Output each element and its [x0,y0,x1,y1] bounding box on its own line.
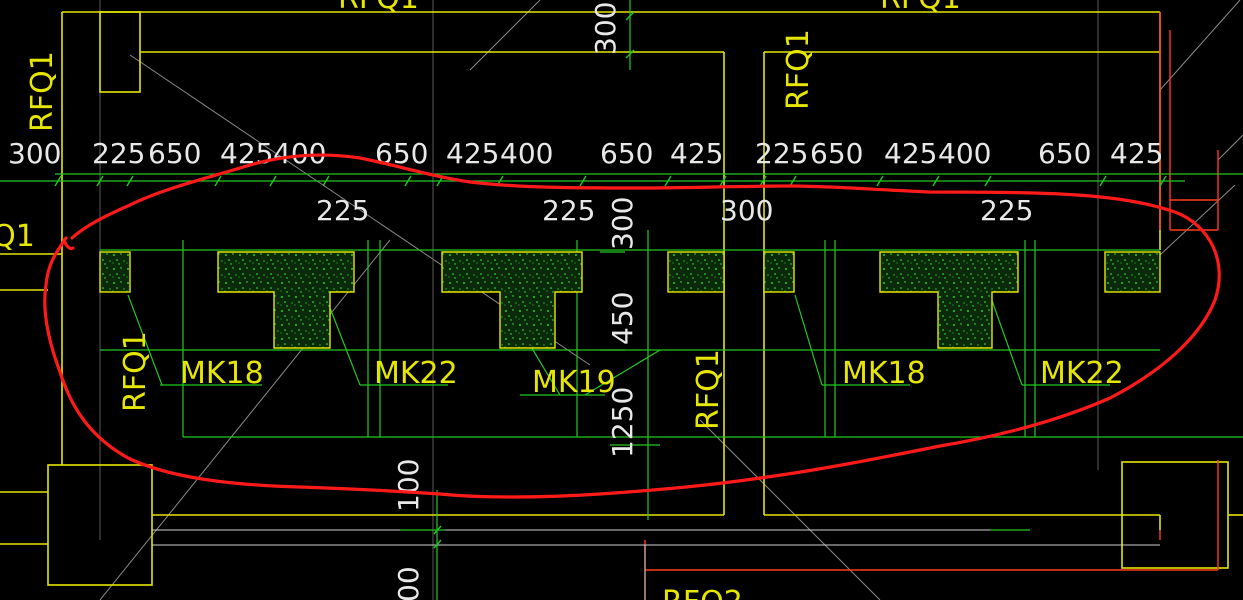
dim-mid-2: 300 [720,194,773,227]
dim-top-1: 225 [92,137,145,170]
wall-labels: RFQ1 RFQ1 RFQ1 RFQ1 RFQ1 RFQ1 RFQ1 RFQ2 [0,0,961,600]
dim-top-15: 425 [1110,137,1163,170]
wall-label-1: RFQ1 [781,29,816,110]
beam-section-mid [667,251,725,293]
beam-label-1: MK22 [374,356,458,391]
dim-vert-2: 450 [606,292,639,345]
wall-label-5: RFQ1 [338,0,419,16]
dim-vert-5: 00 [392,566,425,600]
bottom-wall-label: RFQ2 [662,585,743,600]
wall-label-6: RFQ1 [880,0,961,16]
dim-vert-1: 300 [606,197,639,250]
beam-section-t-3 [879,251,1019,349]
bottom-lines [152,529,1160,600]
beam-section-right-start [763,251,795,293]
dim-vert-0: 300 [589,2,622,55]
red-markup-loop [43,153,1221,499]
dim-top-13: 400 [938,137,991,170]
beam-section-left-end [99,251,131,293]
dim-top-14: 650 [1038,137,1091,170]
dim-top-0: 300 [8,137,61,170]
dim-vert-4: 100 [392,459,425,512]
dim-vert-3: 1250 [606,387,639,458]
dim-top-7: 400 [500,137,553,170]
wall-outlines [0,11,1243,586]
beam-section-t-2 [441,251,583,349]
dim-mid-1: 225 [542,194,595,227]
beam-label-4: MK22 [1040,356,1124,391]
wall-label-0: RFQ1 [25,51,60,132]
beam-section-t-1 [217,251,355,349]
wall-label-2: RFQ1 [118,331,153,412]
dim-top-10: 225 [755,137,808,170]
mid-dimension-row: 225 225 300 225 [316,194,1033,227]
beam-label-3: MK18 [842,356,926,391]
beam-section-right-end [1104,251,1161,293]
dim-top-9: 425 [670,137,723,170]
dim-top-12: 425 [884,137,937,170]
dim-mid-0: 225 [316,194,369,227]
vertical-dimensions: 300 300 450 1250 100 00 [392,2,639,600]
beam-sections [99,251,1161,349]
wall-label-4: RFQ1 [0,219,35,254]
beam-label-0: MK18 [180,356,264,391]
dim-top-11: 650 [810,137,863,170]
dim-top-6: 425 [446,137,499,170]
dim-top-2: 650 [148,137,201,170]
wall-label-3: RFQ1 [691,349,726,430]
dim-top-8: 650 [600,137,653,170]
beam-label-2: MK19 [532,365,616,400]
beam-labels: MK18 MK22 MK19 MK18 MK22 [180,356,1124,400]
dim-mid-3: 225 [980,194,1033,227]
dim-top-5: 650 [375,137,428,170]
